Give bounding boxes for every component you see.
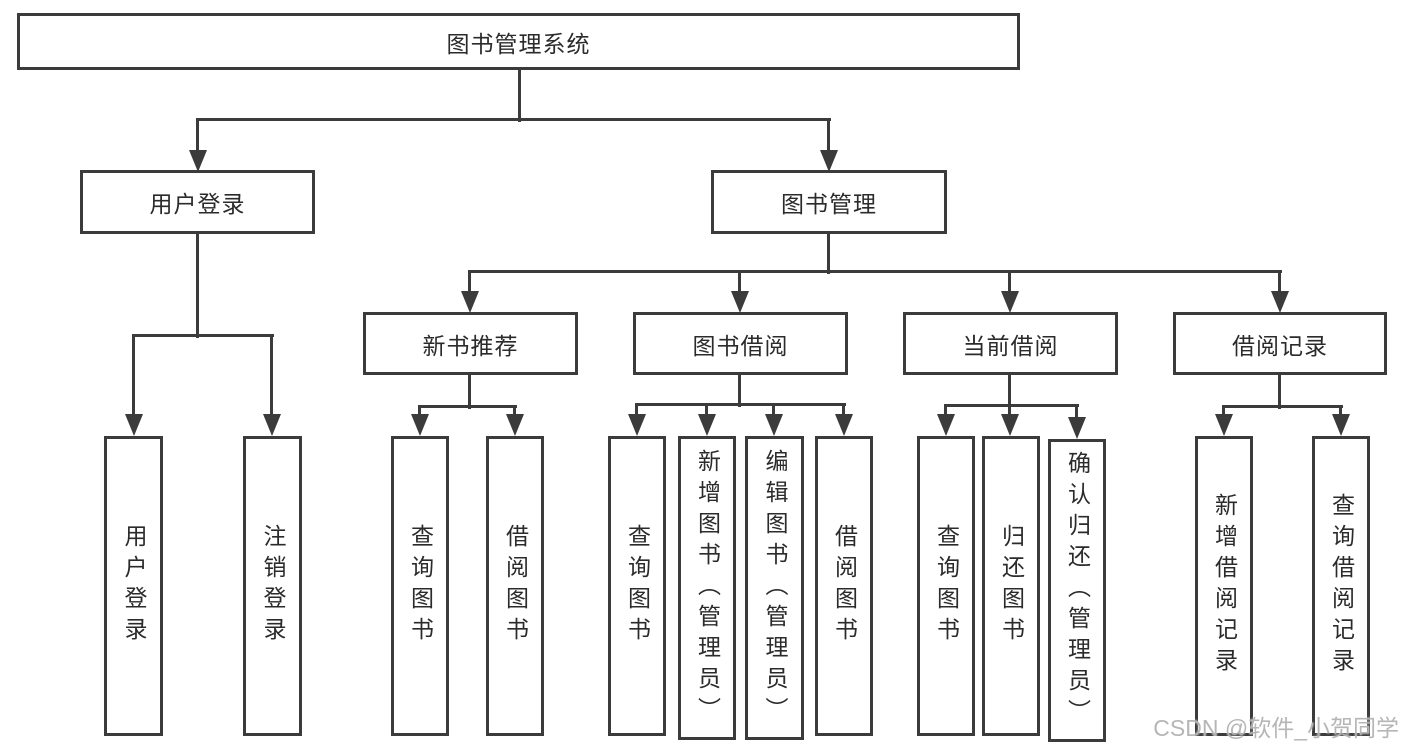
node-user-login: 用户登录: [80, 170, 315, 234]
arrowhead-icon: [820, 150, 838, 172]
connector-line: [418, 405, 517, 408]
leaf-label: 确认归还（管理员）: [1064, 451, 1091, 730]
arrowhead-icon: [461, 291, 479, 313]
connector-line: [1222, 406, 1225, 419]
arrowhead-icon: [1001, 291, 1019, 313]
leaf-label: 编辑图书（管理员）: [762, 448, 788, 728]
arrowhead-icon: [411, 414, 429, 436]
leaf-confirm-return-admin: 确认归还（管理员）: [1048, 439, 1106, 742]
arrowhead-icon: [189, 150, 207, 172]
arrowhead-icon: [698, 414, 716, 436]
arrowhead-icon: [1001, 414, 1019, 436]
leaf-add-borrow-record: 新增借阅记录: [1195, 436, 1253, 736]
leaf-query-books-recommend: 查询图书: [391, 436, 449, 736]
connector-line: [132, 334, 274, 337]
arrowhead-icon: [765, 414, 783, 436]
connector-line: [635, 403, 846, 406]
connector-line: [738, 374, 741, 407]
node-borrow-records: 借阅记录: [1173, 312, 1387, 375]
node-book-management: 图书管理: [711, 170, 947, 234]
connector-line: [705, 404, 708, 419]
connector-line: [1278, 374, 1281, 409]
connector-line: [196, 118, 831, 121]
arrowhead-icon: [506, 414, 524, 436]
arrowhead-icon: [1215, 414, 1233, 436]
arrowhead-icon: [731, 291, 749, 313]
connector-line: [468, 271, 471, 296]
connector-line: [1008, 271, 1011, 296]
connector-line: [1339, 406, 1342, 419]
node-book-borrow: 图书借阅: [633, 312, 848, 375]
leaf-label: 新增图书（管理员）: [694, 448, 721, 728]
leaf-query-books-current: 查询图书: [917, 436, 975, 736]
leaf-edit-book-admin: 编辑图书（管理员）: [745, 436, 804, 740]
node-new-book-recommend: 新书推荐: [363, 312, 578, 375]
connector-line: [1008, 405, 1011, 419]
connector-line: [944, 405, 947, 419]
leaf-query-borrow-record: 查询借阅记录: [1312, 436, 1370, 736]
leaf-label: 注销登录: [260, 524, 286, 648]
arrowhead-icon: [125, 414, 143, 436]
arrowhead-icon: [1271, 291, 1289, 313]
connector-line: [468, 270, 1282, 273]
leaf-borrow-books-recommend: 借阅图书: [486, 436, 544, 736]
connector-line: [1008, 374, 1011, 408]
connector-line: [1075, 405, 1078, 422]
leaf-label: 新增借阅记录: [1211, 493, 1238, 679]
connector-line: [1278, 271, 1281, 296]
leaf-label: 借阅图书: [502, 524, 529, 648]
connector-line: [738, 271, 741, 296]
connector-line: [513, 406, 516, 419]
leaf-label: 查询借阅记录: [1328, 493, 1355, 679]
connector-line: [842, 404, 845, 419]
node-current-borrow: 当前借阅: [903, 312, 1118, 375]
connector-line: [827, 232, 830, 274]
node-library-system: 图书管理系统: [17, 13, 1020, 70]
connector-line: [944, 404, 1079, 407]
connector-line: [196, 119, 199, 156]
connector-line: [270, 335, 273, 419]
arrowhead-icon: [628, 414, 646, 436]
leaf-label: 借阅图书: [831, 524, 858, 648]
connector-line: [1222, 405, 1343, 408]
arrowhead-icon: [835, 414, 853, 436]
connector-line: [827, 119, 830, 156]
leaf-query-books-borrow: 查询图书: [608, 436, 666, 736]
connector-line: [635, 404, 638, 419]
arrowhead-icon: [937, 414, 955, 436]
leaf-borrow-books: 借阅图书: [815, 436, 873, 736]
connector-line: [468, 374, 471, 409]
leaf-user-login: 用户登录: [104, 436, 163, 736]
leaf-label: 归还图书: [998, 524, 1025, 648]
connector-line: [772, 404, 775, 419]
arrowhead-icon: [1332, 414, 1350, 436]
leaf-label: 查询图书: [933, 524, 960, 648]
connector-line: [418, 406, 421, 419]
leaf-label: 查询图书: [407, 524, 434, 648]
arrowhead-icon: [1068, 417, 1086, 439]
leaf-logout: 注销登录: [243, 436, 302, 736]
arrowhead-icon: [263, 414, 281, 436]
connector-line: [196, 232, 199, 338]
leaf-add-book-admin: 新增图书（管理员）: [678, 436, 736, 740]
csdn-watermark: CSDN @软件_小贺同学: [1153, 715, 1399, 741]
connector-line: [518, 68, 521, 122]
connector-line: [132, 335, 135, 419]
leaf-label: 用户登录: [121, 524, 147, 648]
leaf-label: 查询图书: [624, 524, 651, 648]
leaf-return-book: 归还图书: [982, 436, 1040, 736]
